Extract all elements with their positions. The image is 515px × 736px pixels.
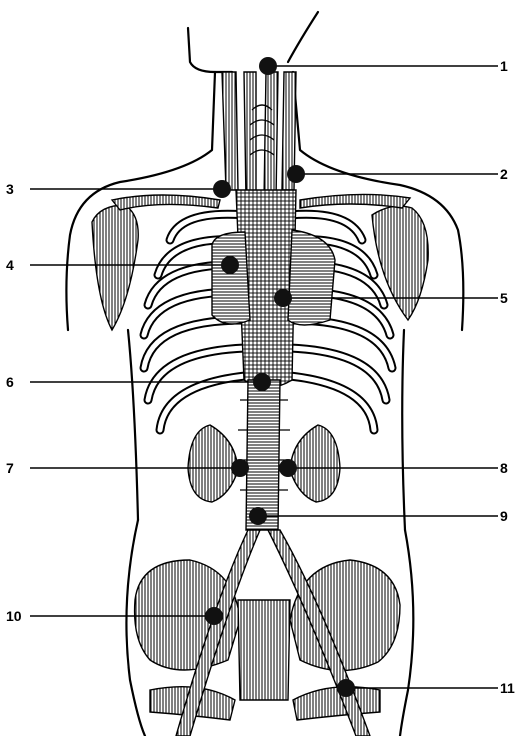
marker-dot-4 [221,256,239,274]
marker-dot-9 [249,507,267,525]
callout-label-8: 8 [500,460,508,476]
pelvis [135,560,400,720]
callout-label-1: 1 [500,58,508,74]
callout-label-9: 9 [500,508,508,524]
marker-dot-3 [213,180,231,198]
marker-dot-1 [259,57,277,75]
marker-dot-6 [253,373,271,391]
callout-label-10: 10 [6,608,22,624]
marker-dot-5 [274,289,292,307]
callout-label-11: 11 [500,680,515,696]
callout-label-2: 2 [500,166,508,182]
callout-label-3: 3 [6,181,14,197]
callout-label-6: 6 [6,374,14,390]
callout-label-7: 7 [6,460,14,476]
marker-dot-7 [231,459,249,477]
marker-dot-2 [287,165,305,183]
mediastinum [212,190,335,388]
marker-dot-10 [205,607,223,625]
marker-dot-8 [279,459,297,477]
spine [238,380,290,530]
marker-dot-11 [337,679,355,697]
callout-label-5: 5 [500,290,508,306]
callout-label-4: 4 [6,257,14,273]
neck-structures [222,72,296,200]
